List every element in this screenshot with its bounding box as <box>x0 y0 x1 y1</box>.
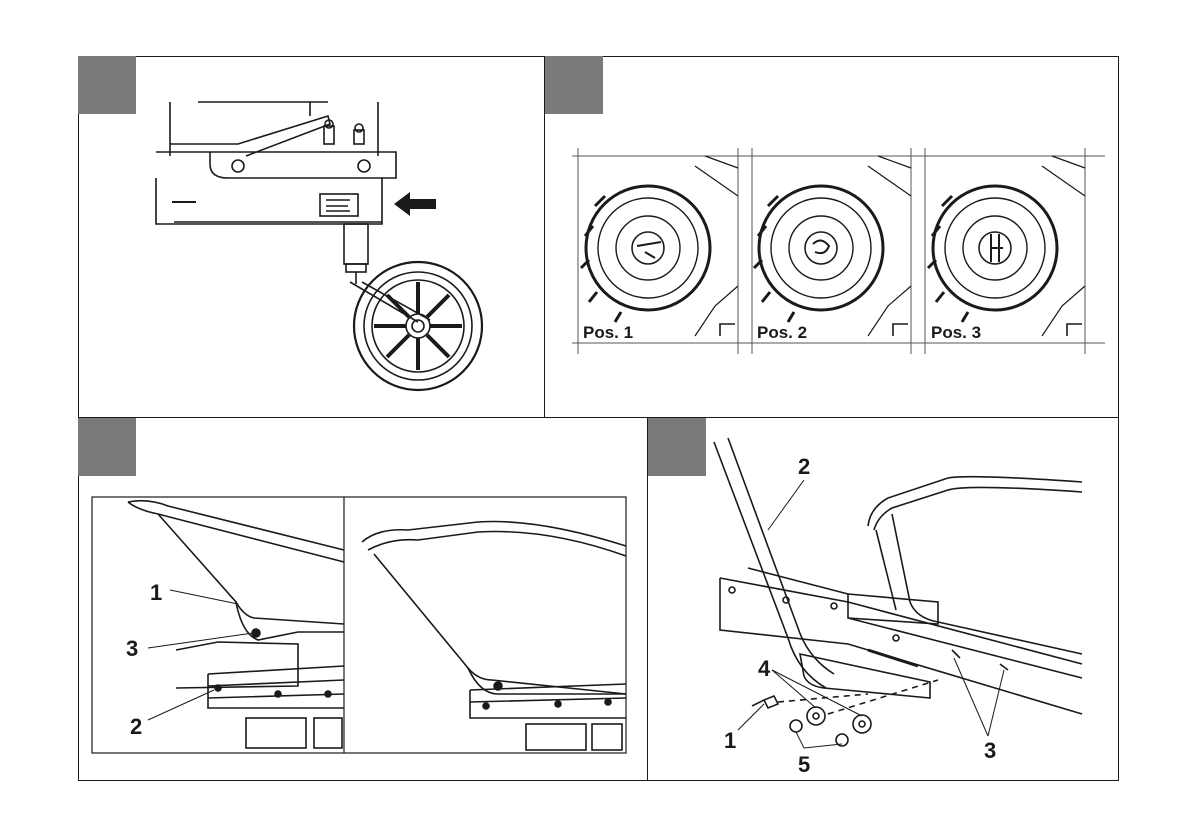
panel-wheel-positions: Pos. 1 Pos. 2 Pos. 3 <box>545 56 1119 418</box>
panel-tray-mount: 1 3 2 <box>78 418 648 781</box>
callout-3: 3 <box>984 738 996 763</box>
caster-wheel-drawing <box>78 56 545 418</box>
handle-mount-drawing: 2 4 1 5 3 <box>648 418 1119 781</box>
wheel-photo-pos-1 <box>586 156 738 336</box>
callout-4: 4 <box>758 656 771 681</box>
callout-1: 1 <box>724 728 736 753</box>
panel-handle-mount: 2 4 1 5 3 <box>648 418 1119 781</box>
callout-1: 1 <box>150 580 162 605</box>
tray-mount-drawing: 1 3 2 <box>78 418 648 781</box>
pos-3-label: Pos. 3 <box>931 323 981 342</box>
pos-1-label: Pos. 1 <box>583 323 633 342</box>
callout-2: 2 <box>798 454 810 479</box>
callout-5: 5 <box>798 752 810 777</box>
wheel-positions-drawing: Pos. 1 Pos. 2 Pos. 3 <box>545 56 1119 418</box>
callout-2: 2 <box>130 714 142 739</box>
wheel-photo-pos-3 <box>933 156 1085 336</box>
wheel-photo-pos-2 <box>759 156 911 336</box>
pos-2-label: Pos. 2 <box>757 323 807 342</box>
callout-3: 3 <box>126 636 138 661</box>
panel-caster-wheel <box>78 56 545 418</box>
